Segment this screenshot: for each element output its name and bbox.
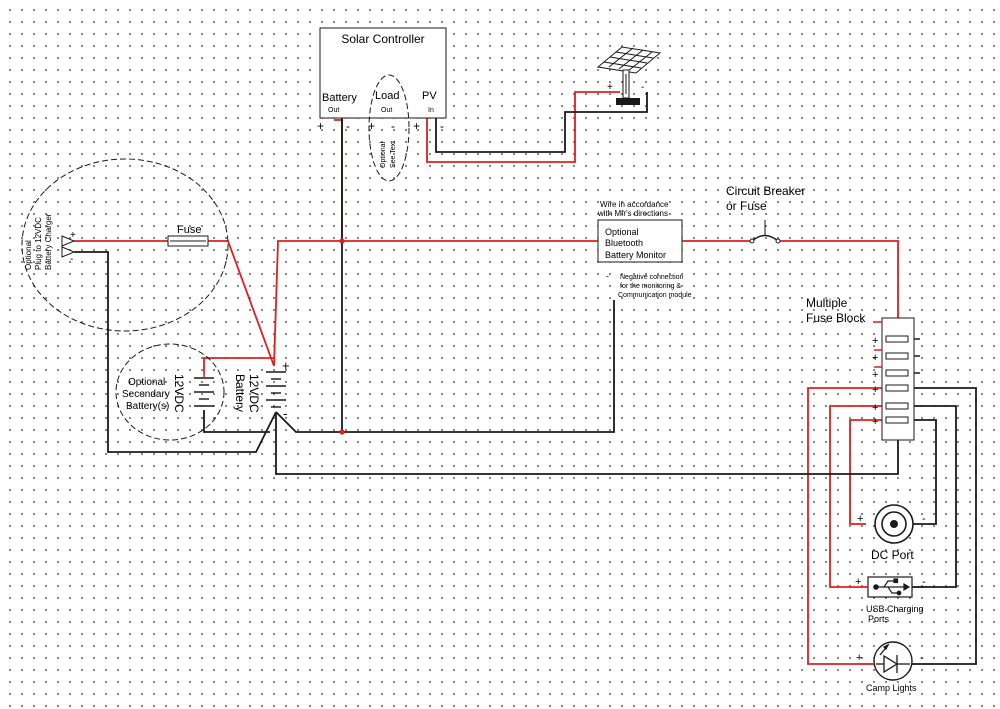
fuse-block-plus-3: + bbox=[872, 369, 878, 381]
dc-port-label: DC Port bbox=[871, 548, 914, 562]
main-volt-label: 12VDC bbox=[247, 374, 261, 413]
charger-label-2: Plug to 12VDC bbox=[34, 217, 43, 270]
secondary-volt-label: 12VDC bbox=[172, 374, 186, 413]
usb-minus: - bbox=[922, 576, 926, 588]
battery-out-label: Out bbox=[328, 107, 339, 114]
monitor-minus-sign: - bbox=[606, 271, 609, 281]
usb-icon bbox=[873, 578, 911, 596]
camp-lights-plus: + bbox=[856, 652, 862, 664]
battery-minus-sign: - bbox=[346, 119, 350, 133]
negative-wires bbox=[74, 92, 977, 665]
wire-note-1: Wire in accordance bbox=[600, 200, 669, 209]
optional-load-note-2: See Text bbox=[390, 141, 397, 168]
main-battery: 12VDC Battery + - bbox=[233, 358, 290, 421]
fuse-block-plus-6: + bbox=[872, 416, 878, 428]
fuse-block-plus-4: + bbox=[872, 384, 878, 396]
solar-panel: + - bbox=[596, 46, 662, 105]
monitor-label-3: Battery Monitor bbox=[605, 250, 666, 260]
pv-minus-sign: - bbox=[440, 119, 444, 133]
inline-fuse: Fuse bbox=[167, 224, 209, 247]
battery-monitor: Wire in accordance with Mfr's directions… bbox=[597, 200, 692, 299]
main-battery-plus: + bbox=[282, 358, 290, 373]
optional-load-note-1: Optional bbox=[380, 141, 387, 168]
neg-note-1: Negative connection bbox=[620, 274, 684, 281]
fuse-block-label-1: Multiple bbox=[806, 296, 848, 310]
solar-controller-title: Solar Controller bbox=[341, 32, 424, 46]
fuse-block: Multiple Fuse Block + + + + + + bbox=[806, 296, 920, 441]
fuse-block-label-2: Fuse Block bbox=[806, 311, 866, 325]
camp-lights-minus: - bbox=[920, 652, 924, 664]
neg-note-2: for the monitoring & bbox=[620, 283, 681, 290]
charger-label-3: Battery Charger bbox=[44, 213, 53, 270]
pv-in-label: In bbox=[428, 107, 434, 114]
monitor-label-2: Bluetooth bbox=[605, 238, 643, 248]
fuse-block-plus-1: + bbox=[872, 335, 878, 347]
charger-label-1: Optional bbox=[24, 240, 33, 270]
secondary-label-2: Secondary bbox=[122, 389, 170, 400]
battery-terminal-label: Battery bbox=[322, 92, 357, 104]
monitor-label-1: Optional bbox=[605, 227, 639, 237]
load-minus-sign: - bbox=[391, 119, 395, 133]
load-out-label: Out bbox=[381, 107, 392, 114]
battery-plus-sign: + bbox=[317, 119, 324, 133]
fuse-label: Fuse bbox=[177, 224, 201, 236]
circuit-breaker: Circuit Breaker or Fuse bbox=[726, 184, 805, 244]
secondary-label-1: Optional bbox=[128, 377, 165, 388]
breaker-label-1: Circuit Breaker bbox=[726, 184, 805, 198]
optional-load-callout: Optional See Text bbox=[368, 74, 410, 182]
panel-plus-sign: + bbox=[607, 82, 613, 93]
main-battery-label: Battery bbox=[233, 374, 247, 412]
load-plus-sign: + bbox=[368, 119, 375, 133]
dc-port-plus: + bbox=[857, 513, 863, 525]
charger-minus-sign: - bbox=[70, 254, 73, 265]
neg-note-3: Communication module bbox=[618, 292, 692, 299]
fuse-block-plus-2: + bbox=[872, 352, 878, 364]
charger-plus-sign: + bbox=[70, 230, 76, 241]
camp-lights: + - Camp Lights bbox=[856, 641, 924, 693]
dc-port: + - DC Port bbox=[857, 504, 926, 562]
secondary-label-3: Battery(s) bbox=[126, 401, 169, 412]
pv-plus-sign: + bbox=[413, 119, 420, 133]
secondary-battery-callout: Optional Secondary Battery(s) bbox=[115, 343, 225, 441]
fuse-block-plus-5: + bbox=[872, 402, 878, 414]
panel-minus-sign: - bbox=[641, 82, 644, 93]
solar-controller: Solar Controller Battery Out Load Out PV… bbox=[317, 27, 447, 133]
led-icon bbox=[876, 643, 910, 674]
positive-wires bbox=[74, 91, 899, 665]
usb-charging-ports: + - USB Charging Ports bbox=[848, 576, 926, 624]
usb-label-2: Ports bbox=[868, 614, 890, 624]
camp-lights-label: Camp Lights bbox=[866, 683, 917, 693]
load-terminal-label: Load bbox=[375, 90, 399, 102]
wire-note-2: with Mfr's directions bbox=[597, 209, 668, 218]
secondary-battery: 12VDC bbox=[172, 372, 214, 413]
charger-plug: + - bbox=[61, 230, 76, 265]
dc-port-minus: - bbox=[922, 513, 926, 525]
main-battery-minus: - bbox=[283, 406, 287, 421]
pv-terminal-label: PV bbox=[422, 90, 437, 102]
usb-plus: + bbox=[855, 576, 861, 588]
usb-label-1: USB Charging bbox=[866, 604, 924, 614]
charger-callout: Optional Plug to 12VDC Battery Charger bbox=[21, 158, 229, 332]
breaker-label-2: or Fuse bbox=[726, 199, 767, 213]
